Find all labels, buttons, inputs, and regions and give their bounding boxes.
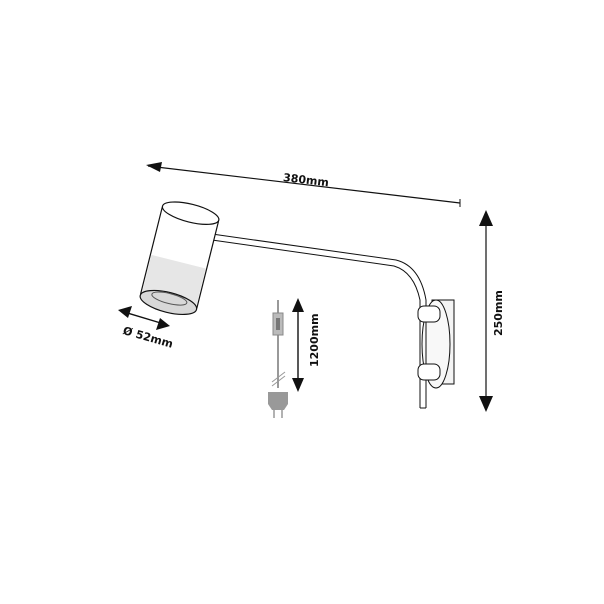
mount-knob-bottom bbox=[417, 363, 441, 381]
height-label: 250mm bbox=[492, 290, 505, 336]
width-dimension: 380mm bbox=[146, 162, 461, 207]
diameter-label: Ø 52mm bbox=[121, 324, 174, 351]
width-label: 380mm bbox=[282, 171, 329, 189]
cable-length-label: 1200mm bbox=[308, 313, 321, 367]
lens-icon bbox=[139, 289, 198, 316]
height-dimension: 250mm bbox=[479, 210, 505, 412]
arrow-left-icon bbox=[146, 162, 162, 172]
wall-plate bbox=[417, 299, 455, 389]
mount-knob-top bbox=[417, 305, 441, 323]
lamp-arm bbox=[211, 233, 427, 409]
spotlight-head bbox=[139, 201, 220, 316]
power-cable bbox=[268, 300, 288, 418]
plug-icon bbox=[268, 392, 288, 410]
cable-length-dimension: 1200mm bbox=[292, 298, 321, 392]
